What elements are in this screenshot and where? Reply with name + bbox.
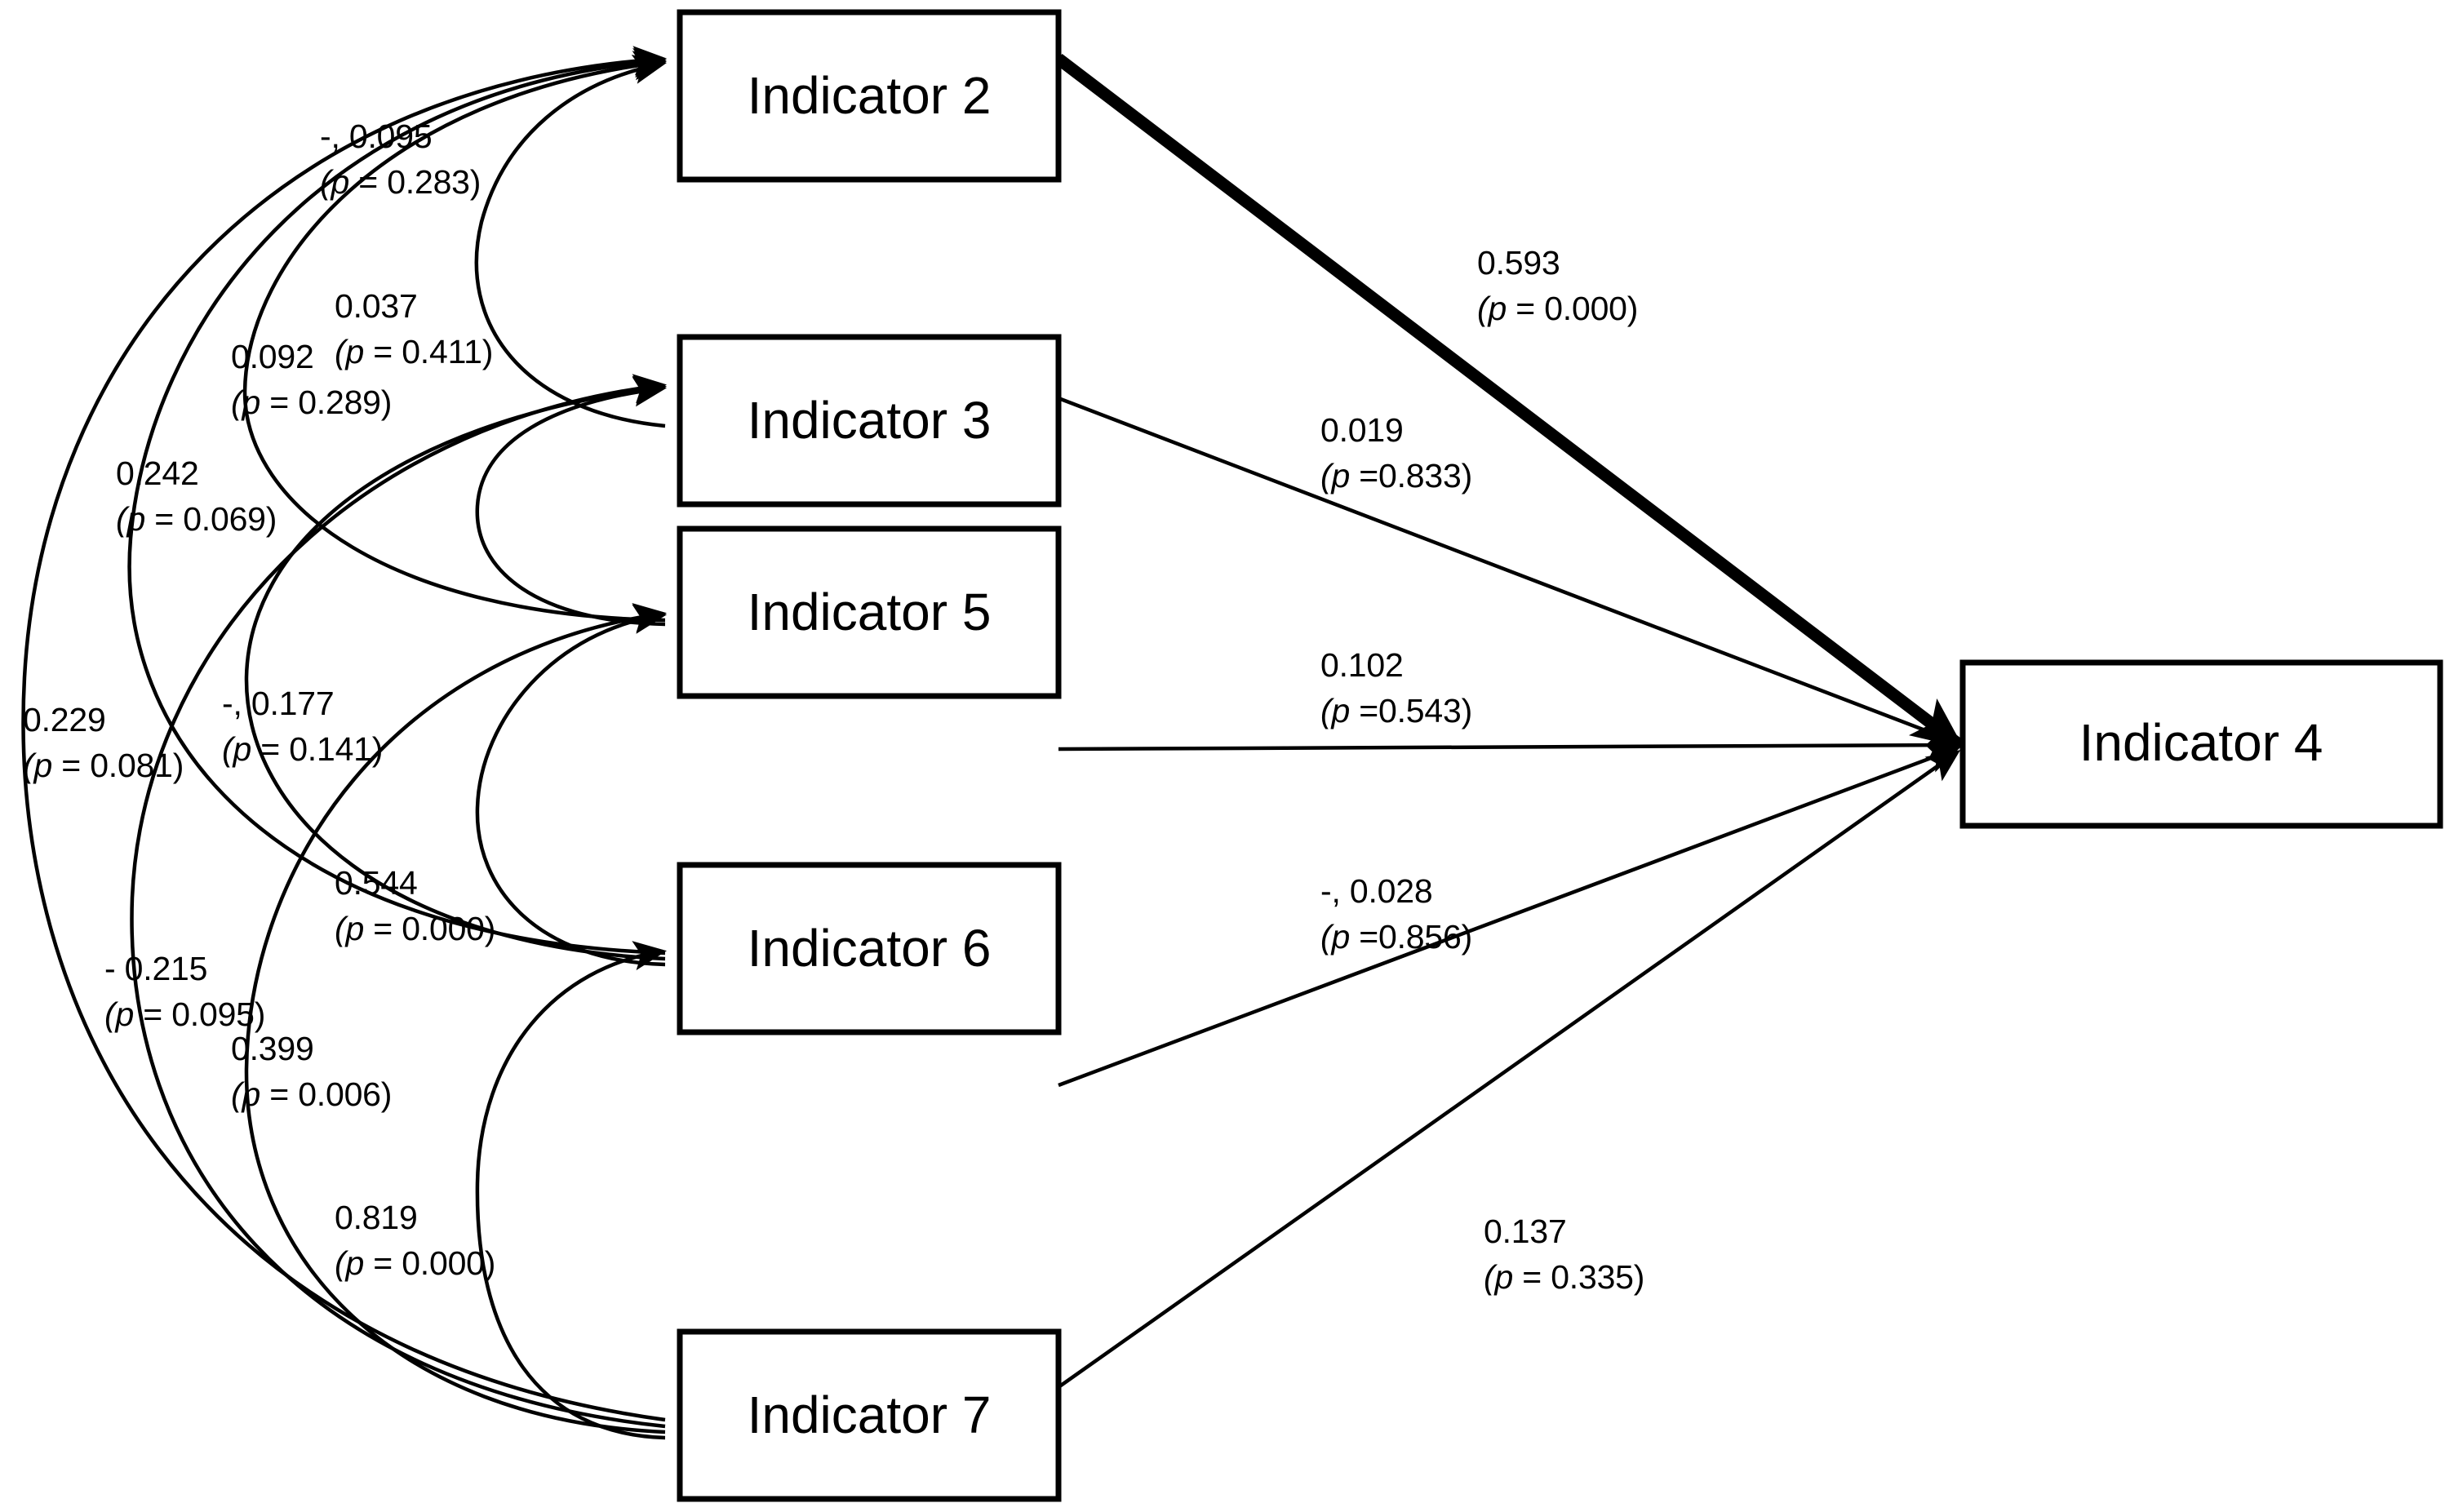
- edge-label-ind6-ind3: -, 0.177 (p = 0.141): [222, 681, 383, 773]
- path-ind7-ind4: [1057, 750, 1961, 1389]
- p-value: (p = 0.006): [231, 1075, 393, 1113]
- edge-label-ind7-ind3: - 0.215 (p = 0.095): [104, 947, 265, 1038]
- coef-value: - 0.215: [104, 950, 208, 987]
- coef-value: 0.593: [1477, 244, 1560, 282]
- arc-ind5-ind3: [475, 377, 668, 627]
- arc-ind7-ind3: [130, 374, 668, 1429]
- p-tail: = 0.069): [145, 499, 277, 538]
- p-tail: = 0.283): [349, 162, 481, 201]
- node-ind3[interactable]: [677, 334, 1062, 508]
- path-ind6-ind4: [1058, 744, 1961, 1088]
- coef-value: 0.019: [1320, 411, 1404, 449]
- p-value: (p = 0.289): [231, 383, 393, 421]
- edge-label-ind3-ind4: 0.019 (p =0.833): [1320, 408, 1472, 499]
- p-value: (p = 0.411): [335, 332, 494, 370]
- arc-ind6-ind5: [475, 604, 668, 967]
- node-label-ind5: Indicator 5: [748, 583, 992, 641]
- left-correlation-arcs: [21, 46, 668, 1440]
- p-tail: = 0.000): [364, 1244, 496, 1282]
- coef-value: 0.092: [231, 338, 314, 375]
- coef-value: 0.229: [23, 701, 106, 738]
- p-value: (p = 0.069): [116, 499, 277, 538]
- coef-value: 0.242: [116, 454, 199, 492]
- p-tail: = 0.000): [364, 909, 496, 947]
- p-value: (p = 0.081): [23, 746, 184, 784]
- p-value: (p = 0.141): [222, 729, 384, 768]
- p-tail: =0.856): [1350, 917, 1473, 956]
- edge-label-ind3-ind2: -, 0.095 (p = 0.283): [320, 114, 481, 206]
- arc-ind7-ind6: [475, 941, 668, 1440]
- node-label-ind7: Indicator 7: [748, 1386, 992, 1444]
- p-tail: = 0.411): [364, 332, 494, 370]
- coef-value: -, 0.028: [1320, 872, 1433, 910]
- p-tail: = 0.335): [1513, 1257, 1645, 1296]
- node-labels: Indicator 2 Indicator 3 Indicator 5 Indi…: [748, 66, 2323, 1444]
- arc-ind7-ind5: [244, 603, 668, 1434]
- arc-ind6-ind3: [244, 375, 668, 961]
- p-value: (p =0.543): [1320, 691, 1473, 729]
- coef-value: 0.037: [335, 287, 418, 325]
- node-ind2[interactable]: [677, 9, 1062, 183]
- coef-value: 0.544: [335, 864, 418, 902]
- node-ind6[interactable]: [677, 862, 1062, 1035]
- p-value: (p = 0.283): [320, 162, 481, 201]
- p-value: (p = 0.335): [1484, 1257, 1645, 1296]
- node-ind4[interactable]: [1959, 659, 2443, 829]
- p-value: (p =0.833): [1320, 456, 1473, 494]
- node-label-ind6: Indicator 6: [748, 919, 992, 978]
- node-label-ind3: Indicator 3: [748, 391, 992, 450]
- coef-value: -, 0.177: [222, 685, 335, 722]
- node-ind7[interactable]: [677, 1328, 1062, 1502]
- path-ind3-ind4: [1058, 396, 1961, 747]
- p-tail: =0.543): [1350, 691, 1473, 729]
- edge-label-ind7-ind4: 0.137 (p = 0.335): [1484, 1209, 1644, 1301]
- edge-label-ind7-ind6: 0.819 (p = 0.000): [335, 1195, 495, 1287]
- edge-label-ind7-ind5: 0.399 (p = 0.006): [231, 1026, 392, 1118]
- p-value: (p = 0.000): [335, 909, 496, 947]
- coef-value: 0.819: [335, 1199, 418, 1236]
- p-tail: =0.833): [1350, 456, 1473, 494]
- p-tail: = 0.006): [260, 1075, 393, 1113]
- p-value: (p = 0.095): [104, 995, 266, 1033]
- node-label-ind2: Indicator 2: [748, 66, 992, 125]
- node-label-ind4: Indicator 4: [2079, 713, 2323, 772]
- path-ind2-ind4: [1054, 54, 1964, 749]
- node-boxes: [677, 9, 2443, 1502]
- node-ind5[interactable]: [677, 525, 1062, 699]
- arc-ind6-ind2: [127, 47, 668, 956]
- coef-value: 0.137: [1484, 1213, 1567, 1250]
- p-value: (p = 0.000): [1477, 289, 1639, 327]
- right-outcome-paths: [1054, 54, 1964, 1389]
- edge-label-ind5-ind4: 0.102 (p =0.543): [1320, 643, 1472, 734]
- edge-label-ind6-ind4: -, 0.028 (p =0.856): [1320, 869, 1472, 960]
- p-tail: = 0.289): [260, 383, 393, 421]
- coef-value: 0.399: [231, 1030, 314, 1067]
- edge-label-ind6-ind2: 0.242 (p = 0.069): [116, 451, 277, 543]
- p-tail: = 0.141): [251, 729, 384, 768]
- p-tail: = 0.095): [134, 995, 266, 1033]
- p-value: (p =0.856): [1320, 917, 1473, 956]
- path-ind5-ind4: [1058, 729, 1962, 760]
- p-value: (p = 0.000): [335, 1244, 496, 1282]
- coef-value: 0.102: [1320, 646, 1404, 684]
- edge-label-ind5-ind2: 0.092 (p = 0.289): [231, 335, 392, 426]
- coef-value: -, 0.095: [320, 118, 433, 155]
- edge-label-ind2-ind4: 0.593 (p = 0.000): [1477, 241, 1638, 332]
- edge-label-ind6-ind5: 0.544 (p = 0.000): [335, 861, 495, 952]
- p-tail: = 0.081): [52, 746, 184, 784]
- arc-ind5-ind2: [242, 51, 668, 623]
- arc-ind3-ind2: [474, 54, 667, 428]
- edge-label-ind5-ind3: 0.037 (p = 0.411): [335, 284, 493, 375]
- edge-label-ind7-ind2: 0.229 (p = 0.081): [23, 698, 184, 789]
- p-tail: = 0.000): [1507, 289, 1639, 327]
